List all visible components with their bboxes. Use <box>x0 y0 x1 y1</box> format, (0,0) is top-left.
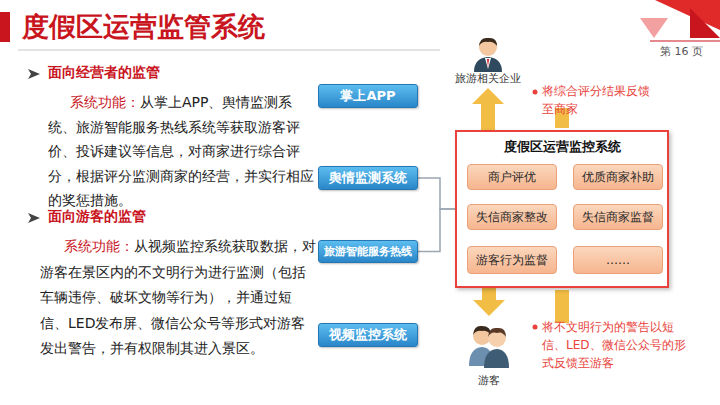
note-bullet <box>533 325 538 330</box>
enterprise-icon: 旅游相关企业 <box>446 36 530 86</box>
system-panel: 度假区运营监控系统商户评优 优质商家补助失信商家整改 失信商家监督游客行为监督 …… <box>455 130 669 288</box>
source-box: 视频监控系统 <box>318 323 418 347</box>
label-text: 第 16 页 <box>660 45 703 58</box>
function-box: 游客行为监督 <box>467 246 557 274</box>
corner-triangle <box>655 0 720 30</box>
note: 将不文明行为的警告以短信、LED、微信公众号的形式反馈至游客 <box>542 318 692 372</box>
page-rule <box>650 41 720 42</box>
label-text: 从视频监控系统获取数据，对游客在景区内的不文明行为进行监测（包括车辆违停、破坏文… <box>40 238 316 356</box>
feedback-arrow <box>555 290 569 323</box>
function-box: 失信商家监督 <box>573 204 663 230</box>
label-text: 将综合评分结果反馈至商家 <box>542 84 650 116</box>
label-text: 面向经营者的监管 <box>48 64 160 80</box>
slide-title: 度假区运营监管系统 <box>22 9 265 45</box>
node-text: 游客 <box>458 373 520 388</box>
feedback-arrow <box>482 288 496 300</box>
function-box: …… <box>573 246 663 274</box>
label-text: 从掌上APP、舆情监测系统、旅游智能服务热线系统等获取游客评价、投诉建议等信息，… <box>48 94 314 208</box>
title-rule <box>18 50 440 51</box>
feedback-arrow <box>481 104 495 130</box>
paragraph: 系统功能：从视频监控系统获取数据，对游客在景区内的不文明行为进行监测（包括车辆违… <box>40 234 318 362</box>
source-box: 掌上APP <box>318 84 418 108</box>
tourist-icon: 游客 <box>458 318 520 388</box>
node-text: 游客行为监督 <box>476 252 548 269</box>
data-connector <box>418 178 455 209</box>
corner-triangle <box>690 8 720 38</box>
node-text: 舆情监测系统 <box>329 169 407 187</box>
data-connector <box>418 209 455 252</box>
section-heading: 面向经营者的监管 <box>48 64 308 82</box>
function-box: 失信商家整改 <box>467 204 557 230</box>
note: 将综合评分结果反馈至商家 <box>542 82 660 118</box>
node-text: 掌上APP <box>340 87 395 105</box>
section-heading: 面向游客的监管 <box>48 208 308 226</box>
title-bar <box>0 12 10 42</box>
note-bullet <box>533 90 538 95</box>
node-text: 优质商家补助 <box>582 169 654 186</box>
node-text: 视频监控系统 <box>329 326 407 344</box>
person-icon <box>466 36 510 72</box>
node-text: 失信商家整改 <box>476 209 548 226</box>
label-text: 面向游客的监管 <box>48 208 146 224</box>
label-text: 将不文明行为的警告以短信、LED、微信公众号的形式反馈至游客 <box>542 320 686 370</box>
page-number: 第 16 页 <box>660 44 718 59</box>
bullet-arrow <box>28 213 40 223</box>
corner-triangle <box>640 18 668 38</box>
function-box: 商户评优 <box>467 164 557 190</box>
node-text: 失信商家监督 <box>582 209 654 226</box>
person-icon <box>467 318 511 368</box>
paragraph: 系统功能：从掌上APP、舆情监测系统、旅游智能服务热线系统等获取游客评价、投诉建… <box>48 90 320 213</box>
bullet-arrow <box>28 69 40 79</box>
function-label: 系统功能： <box>70 94 140 110</box>
node-text: 旅游智能服务热线 <box>324 244 412 259</box>
node-text: 度假区运营监控系统 <box>457 138 667 156</box>
node-text: …… <box>606 253 630 267</box>
node-text: 旅游相关企业 <box>446 71 530 86</box>
function-label: 系统功能： <box>64 238 134 254</box>
function-box: 优质商家补助 <box>573 164 663 190</box>
source-box: 舆情监测系统 <box>318 166 418 190</box>
source-box: 旅游智能服务热线 <box>318 240 418 263</box>
node-text: 商户评优 <box>488 169 536 186</box>
